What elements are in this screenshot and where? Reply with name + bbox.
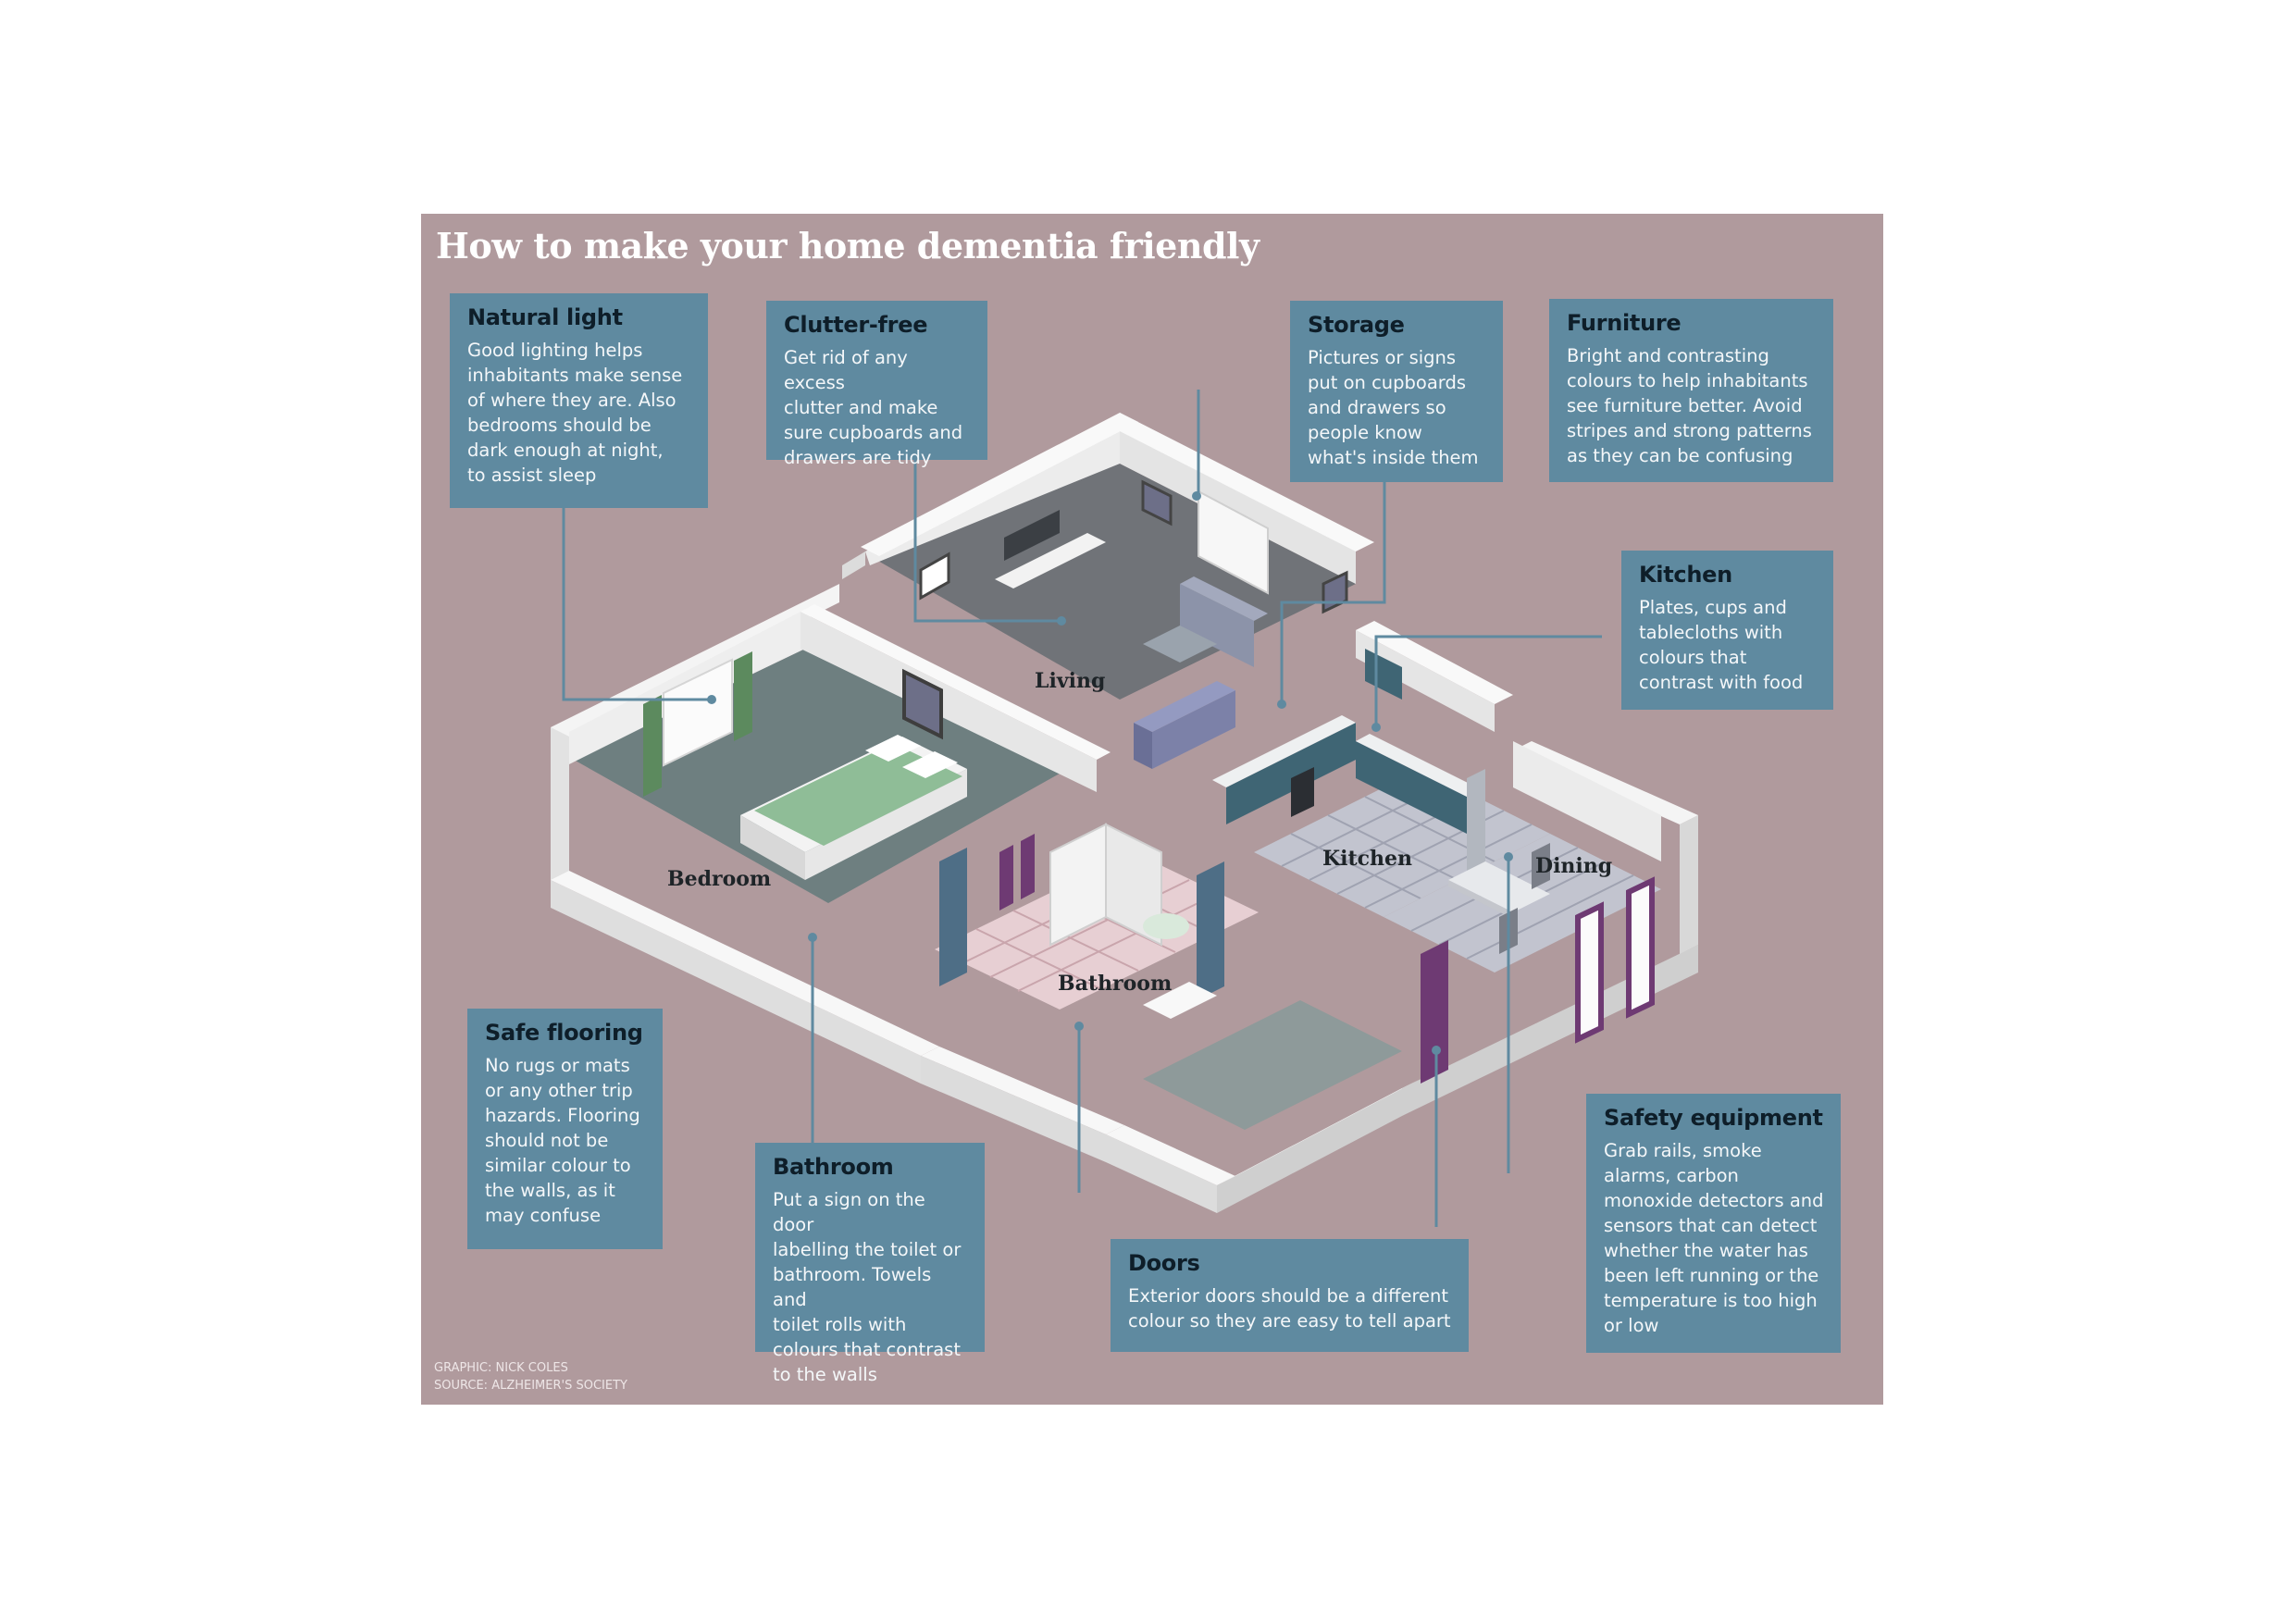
room-label-dining: Dining <box>1535 854 1613 878</box>
callout-natural-light: Natural light Good lighting helps inhabi… <box>450 293 708 508</box>
callout-heading: Safety equipment <box>1604 1105 1823 1131</box>
callout-body: Plates, cups and tablecloths with colour… <box>1639 597 1804 693</box>
callout-heading: Bathroom <box>773 1154 894 1180</box>
source-credit: SOURCE: ALZHEIMER'S SOCIETY <box>434 1379 627 1393</box>
room-label-living: Living <box>1035 669 1106 693</box>
callout-body: Exterior doors should be a different col… <box>1128 1285 1451 1332</box>
callout-heading: Storage <box>1308 312 1405 338</box>
callout-kitchen: Kitchen Plates, cups and tablecloths wit… <box>1621 551 1833 710</box>
living-room <box>842 413 1374 769</box>
callout-heading: Clutter-free <box>784 312 928 338</box>
house-walls <box>551 584 1698 1213</box>
callout-body: Good lighting helps inhabitants make sen… <box>467 340 683 486</box>
room-label-kitchen: Kitchen <box>1322 847 1413 871</box>
callout-safe-flooring: Safe flooring No rugs or mats or any oth… <box>467 1009 663 1249</box>
callout-doors: Doors Exterior doors should be a differe… <box>1111 1239 1469 1352</box>
callout-body: Get rid of any excess clutter and make s… <box>784 347 963 468</box>
graphic-credit: GRAPHIC: NICK COLES <box>434 1361 568 1375</box>
callout-body: Bright and contrasting colours to help i… <box>1567 345 1812 466</box>
kitchen <box>1212 621 1550 917</box>
room-label-bedroom: Bedroom <box>667 867 772 891</box>
infographic-poster: How to make your home dementia friendly … <box>421 214 1883 1405</box>
bathroom <box>935 823 1259 1019</box>
callout-heading: Furniture <box>1567 310 1682 336</box>
callout-bathroom: Bathroom Put a sign on the door labellin… <box>755 1143 985 1385</box>
callout-leader-lines <box>562 390 1602 1227</box>
callout-heading: Doors <box>1128 1250 1200 1276</box>
callout-body: Grab rails, smoke alarms, carbon monoxid… <box>1604 1140 1824 1336</box>
page-title: How to make your home dementia friendly <box>436 225 1260 266</box>
callout-heading: Kitchen <box>1639 562 1732 588</box>
credits: GRAPHIC: NICK COLES SOURCE: ALZHEIMER'S … <box>434 1359 627 1394</box>
callout-heading: Safe flooring <box>485 1020 643 1046</box>
isometric-floor-plan <box>551 390 1698 1227</box>
leader-line-dots <box>707 491 1513 1055</box>
bedroom <box>569 604 1111 903</box>
callout-body: No rugs or mats or any other trip hazard… <box>485 1055 640 1226</box>
dining-area <box>1384 741 1661 1084</box>
callout-safety-equipment: Safety equipment Grab rails, smoke alarm… <box>1586 1094 1841 1353</box>
callout-clutter-free: Clutter-free Get rid of any excess clutt… <box>766 301 987 468</box>
room-label-bathroom: Bathroom <box>1058 972 1173 996</box>
callout-storage: Storage Pictures or signs put on cupboar… <box>1290 301 1503 482</box>
callout-furniture: Furniture Bright and contrasting colours… <box>1549 299 1833 482</box>
callout-body: Pictures or signs put on cupboards and d… <box>1308 347 1479 468</box>
hall-floor <box>1143 1000 1402 1130</box>
callout-heading: Natural light <box>467 304 623 330</box>
callout-body: Put a sign on the door labelling the toi… <box>773 1189 962 1385</box>
